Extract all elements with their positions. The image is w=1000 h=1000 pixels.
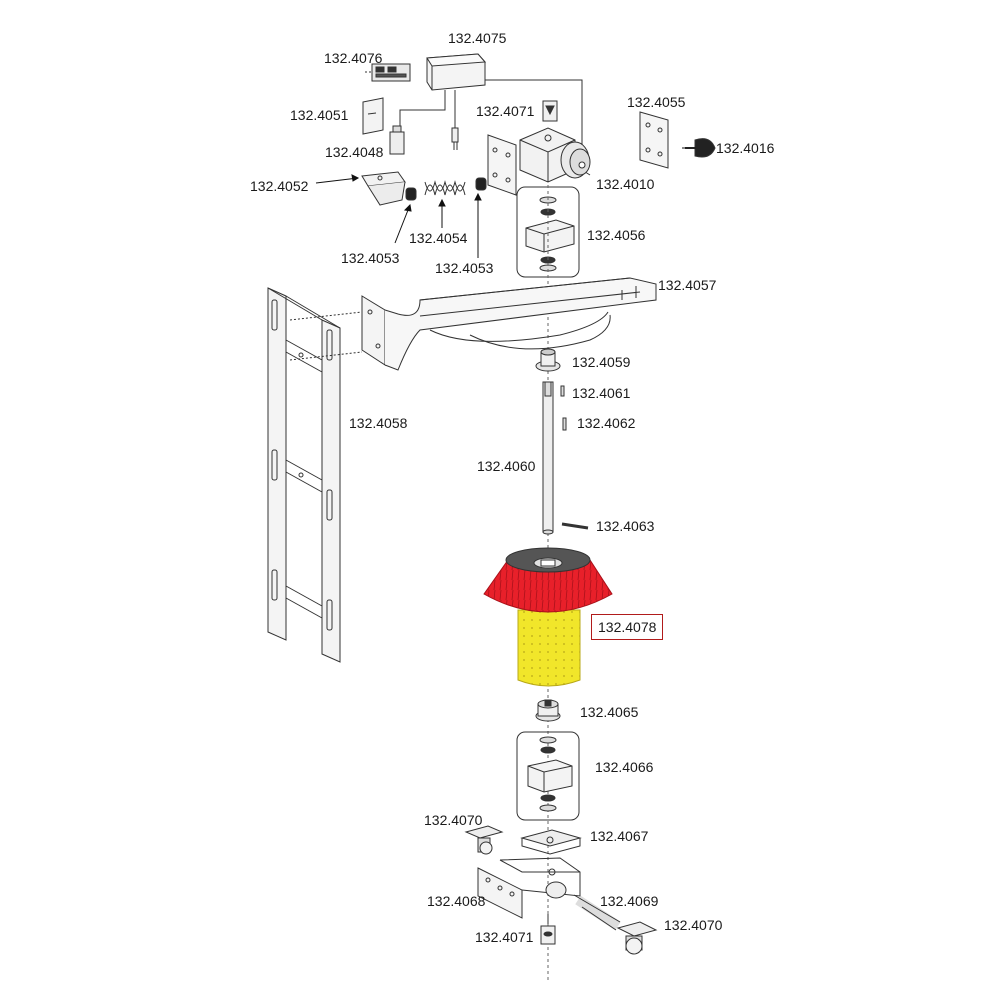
label-132-4053-left[interactable]: 132.4053 [341,250,400,266]
label-132-4065[interactable]: 132.4065 [580,704,639,720]
label-132-4058[interactable]: 132.4058 [349,415,408,431]
caster-wheel-bottom[interactable] [616,921,658,955]
label-132-4051[interactable]: 132.4051 [290,107,349,123]
label-132-4016[interactable]: 132.4016 [716,140,775,156]
spring[interactable] [424,180,466,196]
cantilever-arm[interactable] [361,277,657,371]
bearing-block-top[interactable] [525,196,575,272]
control-box[interactable] [426,53,487,91]
base-frame[interactable] [477,857,581,919]
drive-shaft[interactable] [542,381,554,535]
label-132-4057[interactable]: 132.4057 [658,277,717,293]
label-132-4069[interactable]: 132.4069 [600,893,659,909]
label-132-4075[interactable]: 132.4075 [448,30,507,46]
shaft-hub[interactable] [535,348,561,372]
shaft-key[interactable] [560,385,565,397]
screw-top[interactable] [542,100,558,122]
angle-bracket[interactable] [362,97,384,135]
label-132-4056[interactable]: 132.4056 [587,227,646,243]
label-132-4052[interactable]: 132.4052 [250,178,309,194]
axle-rod[interactable] [573,894,621,931]
bearing-group-frame-bottom [516,731,580,821]
label-132-4067[interactable]: 132.4067 [590,828,649,844]
feather-key[interactable] [562,417,567,431]
screw-bottom[interactable] [540,914,556,945]
motor-mount-plate[interactable] [487,134,517,196]
label-132-4010[interactable]: 132.4010 [596,176,655,192]
lower-coupling[interactable] [535,699,561,722]
mounting-plate[interactable] [361,171,406,206]
label-132-4053-right[interactable]: 132.4053 [435,260,494,276]
label-132-4070-top[interactable]: 132.4070 [424,812,483,828]
support-column[interactable] [267,287,341,663]
label-132-4063[interactable]: 132.4063 [596,518,655,534]
bearing-block-bottom[interactable] [527,736,573,812]
wall-plate[interactable] [639,111,669,169]
label-132-4070-bottom[interactable]: 132.4070 [664,917,723,933]
power-plug[interactable] [451,127,459,150]
label-132-4071-bottom[interactable]: 132.4071 [475,929,534,945]
cross-pin[interactable] [561,522,589,530]
drive-motor[interactable] [519,127,591,183]
label-132-4061[interactable]: 132.4061 [572,385,631,401]
label-plate[interactable] [371,63,411,82]
spring-end-cap-left[interactable] [405,187,417,201]
label-132-4060[interactable]: 132.4060 [477,458,536,474]
label-132-4078-highlighted[interactable]: 132.4078 [591,614,664,640]
caster-wheel-top[interactable] [464,825,504,855]
label-132-4048[interactable]: 132.4048 [325,144,384,160]
label-132-4071-top[interactable]: 132.4071 [476,103,535,119]
label-132-4066[interactable]: 132.4066 [595,759,654,775]
label-132-4054[interactable]: 132.4054 [409,230,468,246]
label-132-4059[interactable]: 132.4059 [572,354,631,370]
label-132-4068[interactable]: 132.4068 [427,893,486,909]
cylinder-brush[interactable] [483,547,613,687]
label-132-4076[interactable]: 132.4076 [324,50,383,66]
label-132-4055[interactable]: 132.4055 [627,94,686,110]
limit-switch[interactable] [389,125,405,155]
spring-end-cap-right[interactable] [475,177,487,191]
label-132-4062[interactable]: 132.4062 [577,415,636,431]
base-plate[interactable] [520,829,582,855]
